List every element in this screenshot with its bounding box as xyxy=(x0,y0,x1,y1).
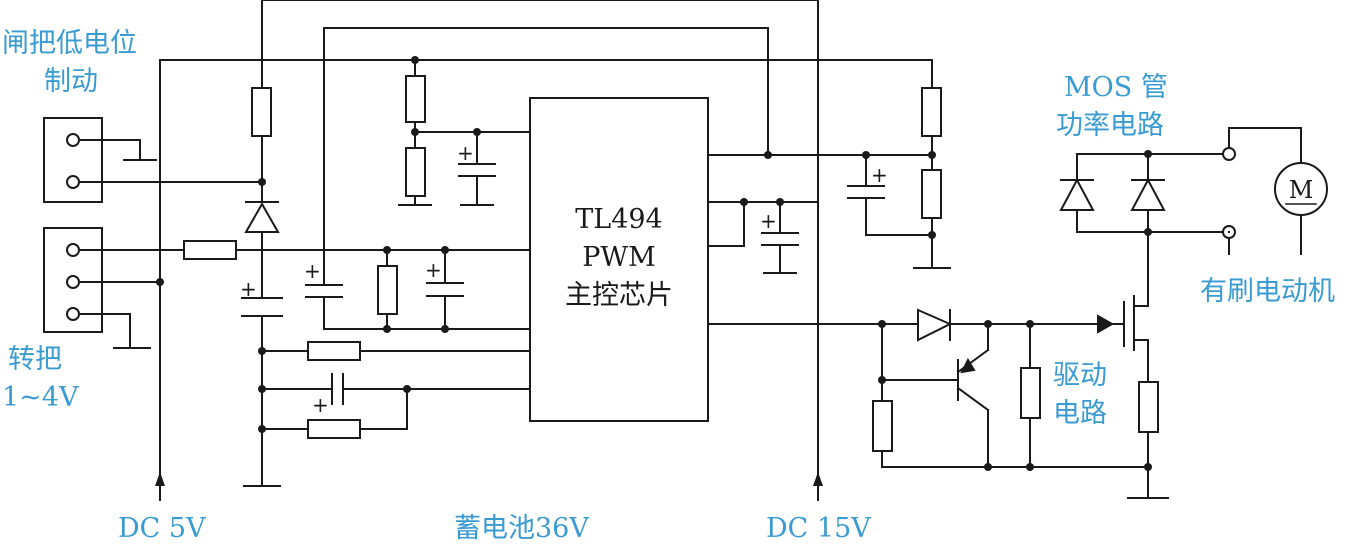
capacitor-icon: + xyxy=(847,163,888,199)
svg-text:+: + xyxy=(760,209,777,233)
svg-text:+: + xyxy=(871,163,888,187)
label-driver-1: 驱动 xyxy=(1053,360,1107,391)
label-brake-2: 制动 xyxy=(44,66,98,97)
resistor-icon xyxy=(921,169,942,219)
resistor-icon xyxy=(1138,381,1159,433)
supply-arrows xyxy=(155,472,823,501)
motor-symbol: M xyxy=(1289,176,1314,204)
motor-icon: M xyxy=(1274,162,1328,216)
center-top: + xyxy=(398,56,531,206)
resistor-icon xyxy=(307,419,361,439)
resistor-icon xyxy=(307,341,361,361)
resistor-icon xyxy=(1020,367,1041,419)
label-throttle-2: 1~4V xyxy=(2,382,79,413)
svg-text:+: + xyxy=(312,393,329,417)
label-motor: 有刷电动机 xyxy=(1200,276,1335,307)
driver-circuit xyxy=(707,308,1152,471)
resistor-icon xyxy=(405,147,426,197)
resistor-icon xyxy=(872,400,893,452)
capacitor-icon: + xyxy=(425,258,464,297)
chip-label-3: 主控芯片 xyxy=(565,280,673,311)
capacitor-icon: + xyxy=(457,141,496,177)
svg-text:+: + xyxy=(240,277,257,301)
svg-text:+: + xyxy=(304,259,321,283)
svg-text:+: + xyxy=(457,141,474,165)
diode-icon xyxy=(1059,177,1095,211)
mosfet-icon xyxy=(1111,231,1169,499)
label-dc5v: DC 5V xyxy=(118,513,206,544)
chip-label-1: TL494 xyxy=(575,204,662,235)
label-mos-2: 功率电路 xyxy=(1056,110,1164,141)
svg-text:+: + xyxy=(425,258,442,282)
mos-power-circuit: M xyxy=(1059,127,1328,255)
label-throttle-1: 转把 xyxy=(8,344,62,375)
brake-connector xyxy=(43,117,266,203)
top-buses xyxy=(159,0,933,496)
resistor-icon xyxy=(405,75,426,123)
chip-body xyxy=(529,97,709,422)
transistor-icon xyxy=(881,348,990,412)
center-left: + + xyxy=(304,246,531,333)
left-column: + + xyxy=(240,87,531,487)
resistor-icon xyxy=(921,87,942,137)
resistor-icon xyxy=(377,265,398,315)
label-driver-2: 电路 xyxy=(1053,398,1107,429)
capacitor-icon: + xyxy=(312,373,344,417)
label-brake-1: 闸把低电位 xyxy=(2,28,137,59)
labels: 闸把低电位 制动 转把 1~4V DC 5V 蓄电池36V DC 15V MOS… xyxy=(2,28,1335,544)
label-battery: 蓄电池36V xyxy=(454,513,589,544)
diode-icon xyxy=(1130,177,1166,211)
connector-icon xyxy=(43,117,103,203)
label-mos-1: MOS 管 xyxy=(1064,72,1168,103)
chip-right: + + xyxy=(707,87,951,274)
diode-icon xyxy=(917,308,953,342)
chip-label-2: PWM xyxy=(582,242,656,273)
resistor-icon xyxy=(251,87,272,137)
diode-icon xyxy=(244,201,280,233)
tl494-chip: TL494 PWM 主控芯片 xyxy=(529,97,709,422)
label-dc15v: DC 15V xyxy=(766,513,871,544)
resistor-icon xyxy=(183,240,237,260)
